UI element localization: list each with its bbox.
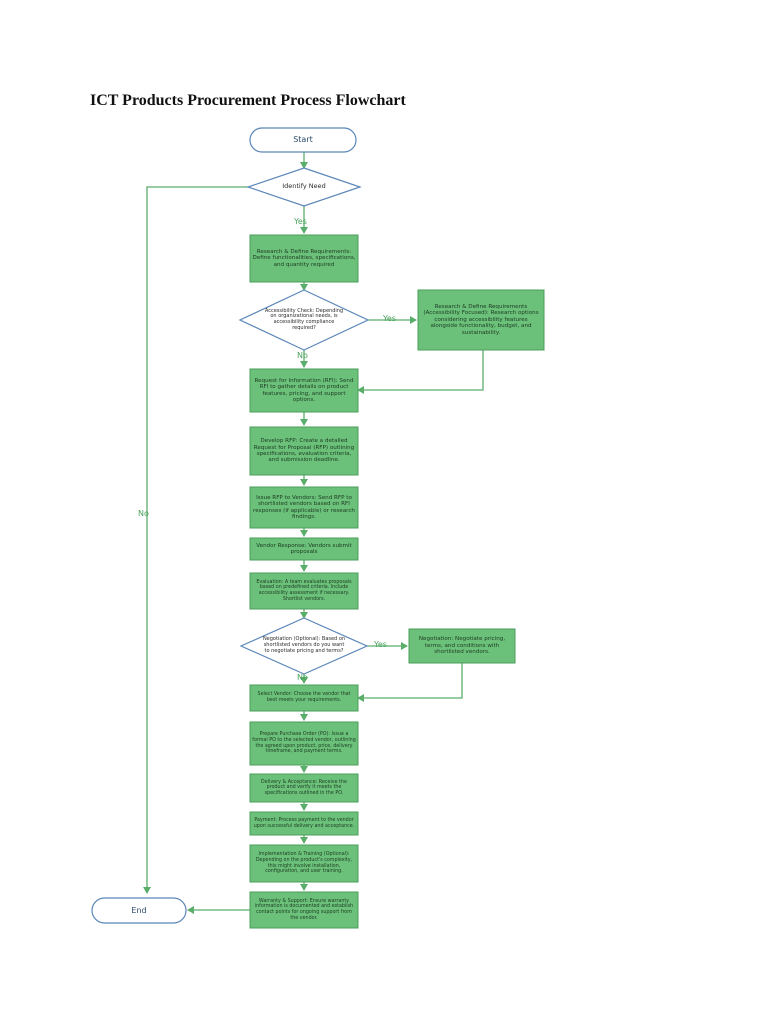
payment-box	[249, 811, 359, 836]
develop-rfp-box	[249, 426, 359, 476]
research-define-box	[249, 234, 359, 283]
warranty-box	[249, 891, 359, 929]
end-label: End	[131, 905, 147, 915]
warranty-label: Warranty & Support: Ensure warranty info…	[254, 898, 354, 921]
issue-rfp-label: Issue RFP to Vendors: Send RFP to shortl…	[253, 494, 355, 520]
delivery-label: Delivery & Acceptance: Receive the produ…	[261, 779, 347, 796]
research-accessibility-box	[417, 289, 545, 351]
access-no-label: No	[297, 351, 308, 360]
evaluation-label: Evaluation: A team evaluates proposals b…	[256, 579, 352, 602]
select-vendor-box	[249, 684, 359, 712]
nego-yes-label: Yes	[374, 640, 387, 649]
vendor-response-box	[249, 537, 359, 561]
edge-identify-end-no	[143, 186, 248, 894]
identify-yes-label: Yes	[294, 217, 307, 226]
rfi-box	[249, 368, 359, 413]
edge-nego-select	[357, 663, 463, 702]
end-terminal	[91, 897, 187, 924]
negotiation-decision-label: Negotiation (Optional): Based on shortli…	[262, 636, 346, 654]
accessibility-check-decision	[238, 289, 370, 351]
negotiation-decision	[239, 617, 369, 675]
implementation-label: Implementation & Training (Optional): De…	[255, 852, 353, 875]
rfi-label: Request for Information (RFI): Send RFI …	[254, 377, 354, 403]
select-vendor-label: Select Vendor: Choose the vendor that be…	[257, 692, 351, 703]
edge-accresearch-rfi	[357, 350, 484, 394]
implementation-box	[249, 844, 359, 883]
start-label: Start	[293, 135, 313, 145]
purchase-order-label: Prepare Purchase Order (PO): Issue a for…	[252, 732, 356, 755]
negotiation-label: Negotiation: Negotiate pricing, terms, a…	[418, 636, 506, 656]
research-define-label: Research & Define Requirements: Define f…	[252, 248, 356, 268]
delivery-box	[249, 773, 359, 803]
start-terminal	[249, 127, 357, 153]
negotiation-box	[408, 628, 516, 664]
accessibility-check-label: Accessibility Check: Depending on organi…	[264, 307, 344, 331]
purchase-order-box	[249, 721, 359, 766]
access-yes-label: Yes	[383, 314, 396, 323]
page-title: ICT Products Procurement Process Flowcha…	[90, 92, 406, 109]
identify-need-decision	[246, 167, 362, 207]
develop-rfp-label: Develop RFP: Create a detailed Request f…	[253, 438, 355, 464]
identify-need-label: Identify Need	[282, 182, 326, 191]
evaluation-box	[249, 572, 359, 610]
vendor-response-label: Vendor Response: Vendors submit proposal…	[256, 542, 352, 555]
nego-no-label: No	[297, 673, 308, 682]
identify-no-label: No	[138, 509, 149, 518]
issue-rfp-box	[249, 486, 359, 529]
research-accessibility-label: Research & Define Requirements (Accessib…	[423, 303, 539, 336]
payment-label: Payment: Process payment to the vendor u…	[253, 817, 355, 829]
